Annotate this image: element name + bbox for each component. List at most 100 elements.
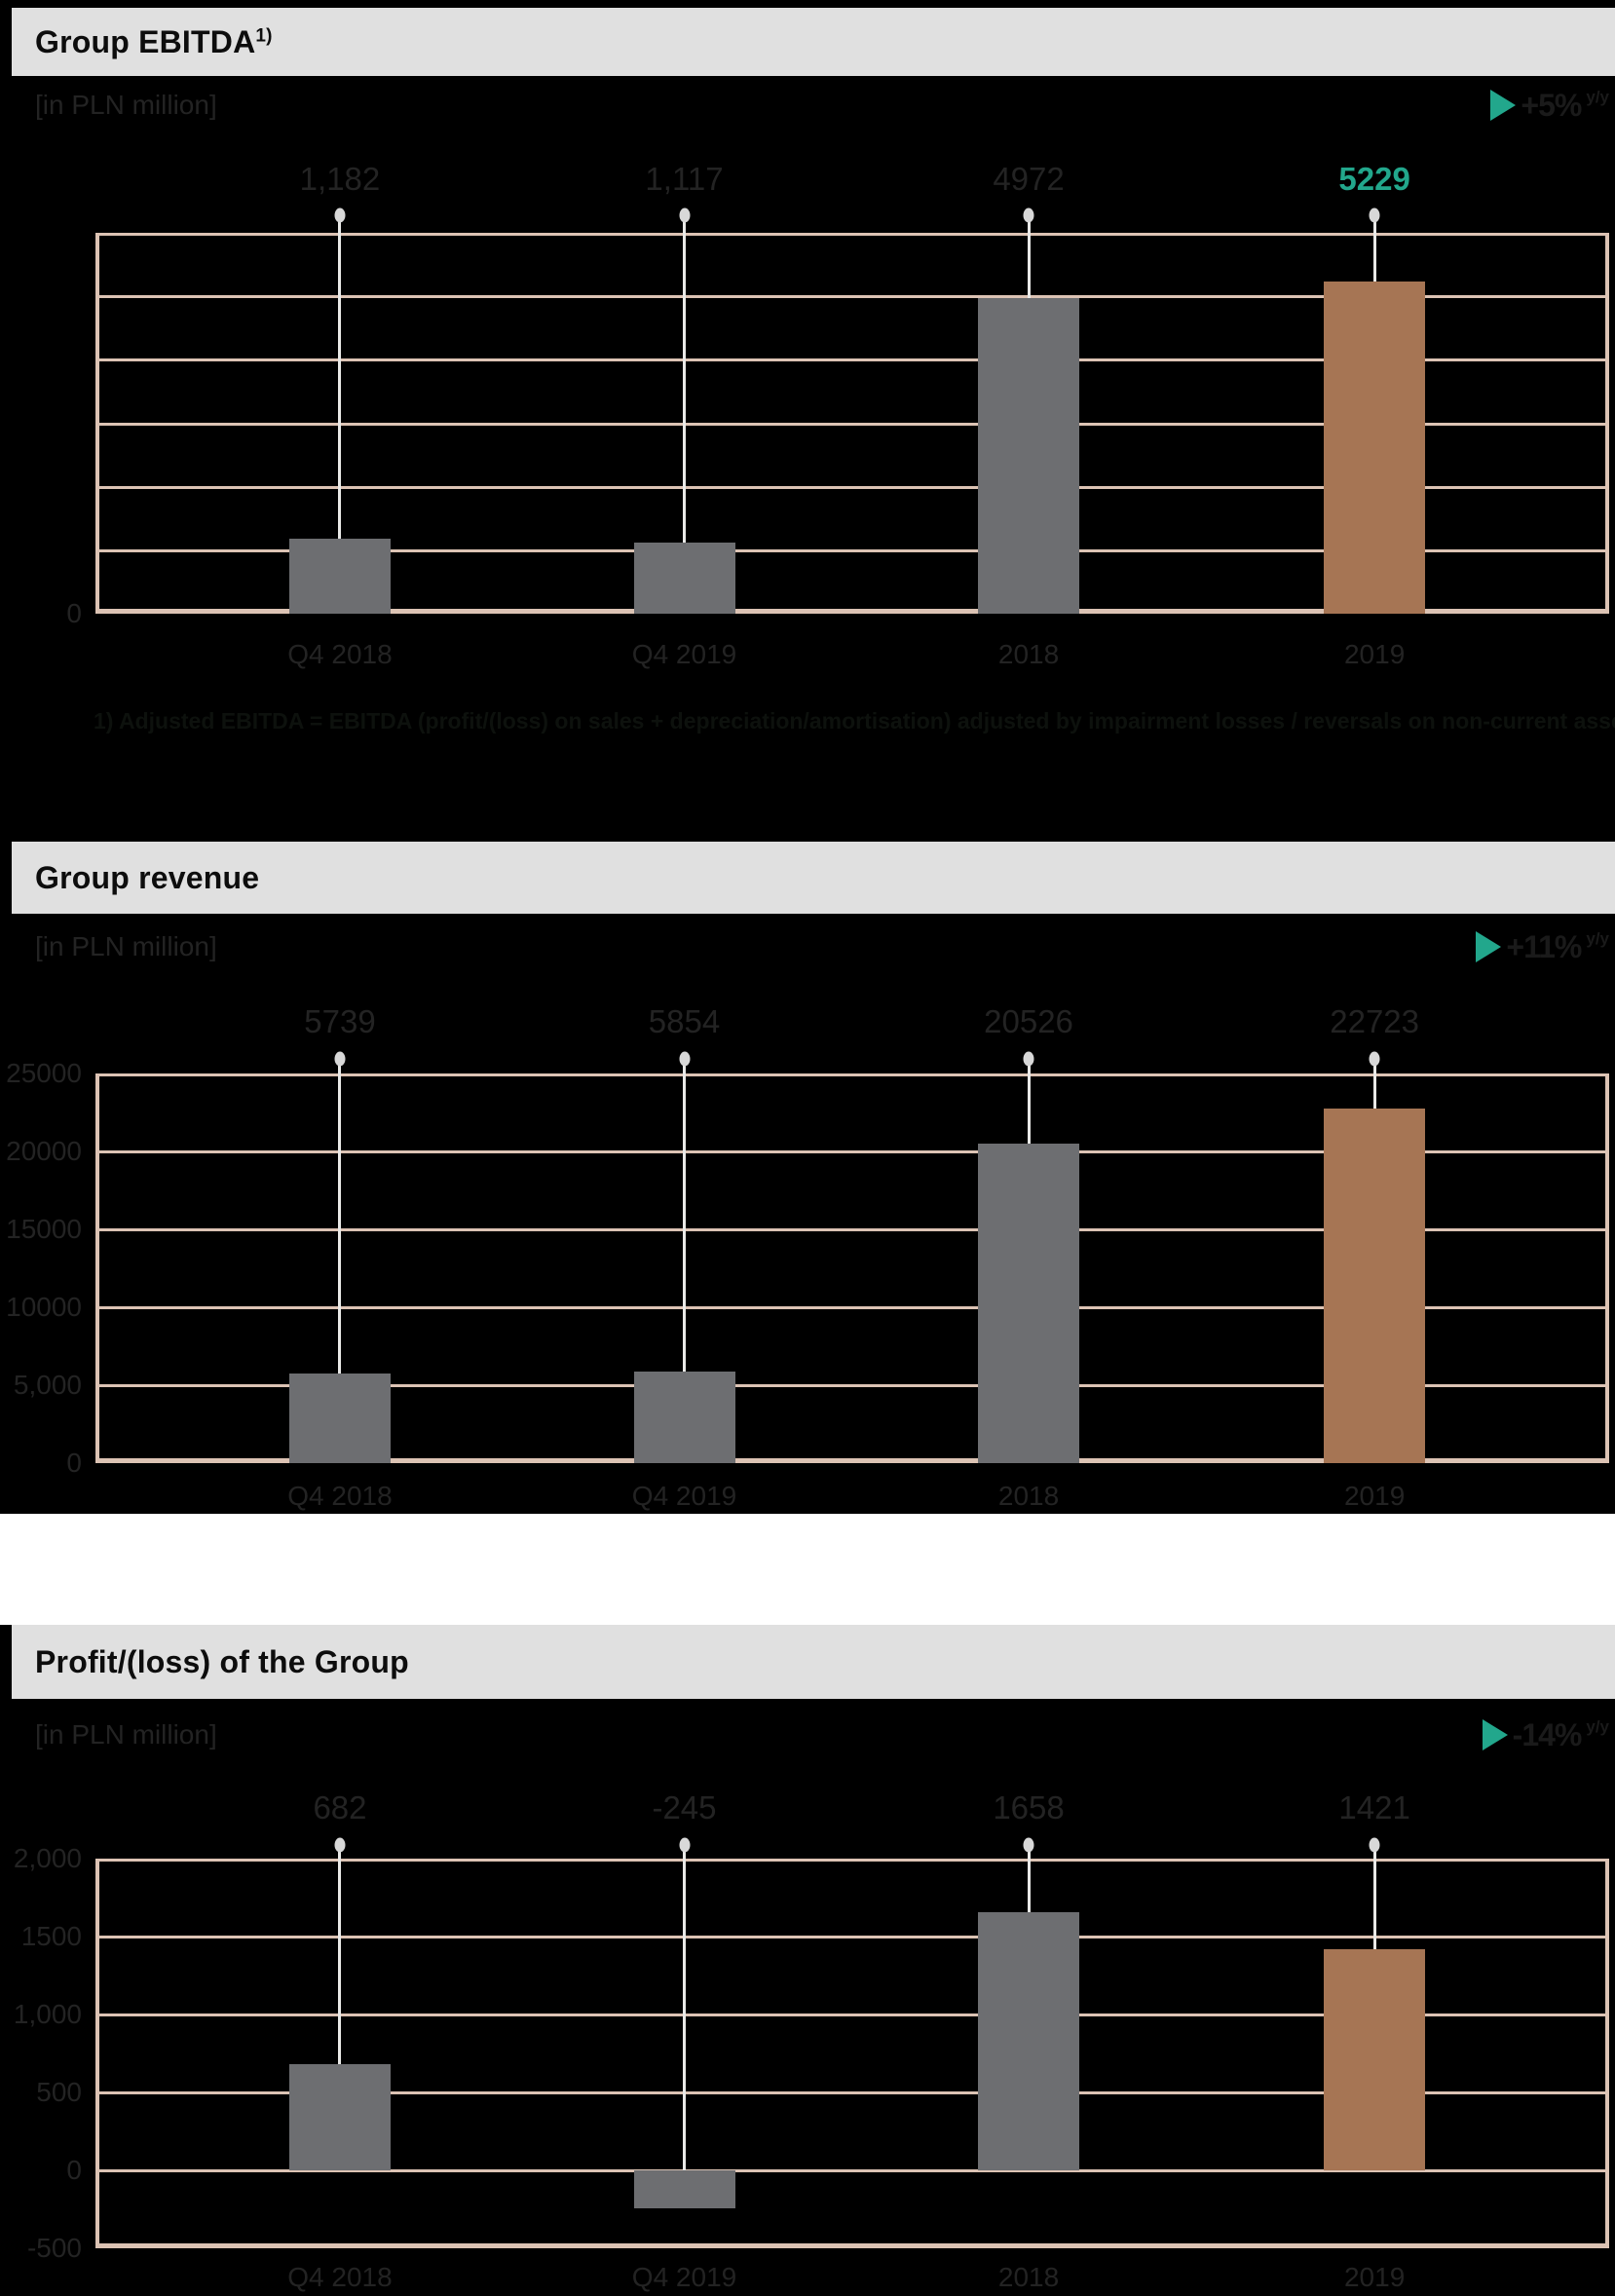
- y-axis-tick-label: 10000: [6, 1292, 82, 1322]
- gridline: [99, 422, 1605, 426]
- x-axis-label: 2018: [997, 1481, 1060, 1511]
- gridline: [99, 2014, 1605, 2016]
- y-axis-tick-label: 1500: [20, 1921, 82, 1951]
- plot-area-border: [95, 1073, 1609, 1463]
- value-marker-dot: [679, 1051, 690, 1067]
- y-axis-tick-label: 0: [66, 2155, 82, 2185]
- triangle-right-icon: [1482, 1719, 1508, 1750]
- gridline: [99, 548, 1605, 552]
- bar-value-label: 1421: [1338, 1789, 1410, 1826]
- value-marker-dot: [1023, 207, 1034, 223]
- gridline: [99, 1150, 1605, 1153]
- value-connector-line: [1027, 1845, 1031, 1912]
- y-axis-tick-label: 500: [36, 2077, 82, 2107]
- chart-title-bar-profit-loss: Profit/(loss) of the Group: [12, 1625, 1615, 1699]
- chart-title: Group EBITDA1): [35, 24, 273, 60]
- yoy-change-badge: +11% y/y: [1476, 928, 1609, 965]
- value-connector-line: [683, 1059, 686, 1373]
- bar-value-label: 1,182: [299, 161, 381, 197]
- y-axis-tick-label: 0: [66, 1448, 82, 1478]
- chart-title-bar-revenue: Group revenue: [12, 842, 1615, 914]
- triangle-right-icon: [1476, 931, 1502, 962]
- gridline: [99, 295, 1605, 299]
- gridline: [99, 1306, 1605, 1309]
- gridline: [99, 358, 1605, 362]
- x-axis-label: 2019: [1343, 639, 1406, 669]
- x-axis-label: Q4 2018: [287, 639, 393, 669]
- y-axis-tick-label: 20000: [6, 1136, 82, 1166]
- chart-title: Group revenue: [35, 860, 259, 896]
- badge-change-value: +11%: [1506, 928, 1582, 964]
- value-marker-dot: [1369, 1051, 1380, 1067]
- value-marker-dot: [679, 207, 690, 223]
- value-connector-line: [1372, 215, 1376, 282]
- badge-period-suffix: y/y: [1586, 1717, 1609, 1736]
- plot-area-border: [95, 1859, 1609, 2248]
- value-connector-line: [1372, 1845, 1376, 1949]
- yoy-change-badge: -14% y/y: [1482, 1716, 1609, 1753]
- bar-value-label: 1,117: [645, 161, 724, 197]
- chart-footnote: 1) Adjusted EBITDA = EBITDA (profit/(los…: [94, 708, 1615, 734]
- bar-2019: [1324, 1948, 1426, 2170]
- x-axis-label: 2018: [997, 639, 1060, 669]
- value-connector-line: [1027, 1059, 1031, 1144]
- unit-label: [in PLN million]: [35, 931, 217, 961]
- bar-q4-2019: [633, 543, 735, 614]
- title-footnote-marker: 1): [255, 24, 273, 46]
- chart-title-text: Profit/(loss) of the Group: [35, 1643, 409, 1679]
- y-axis-tick-label: -500: [26, 2233, 82, 2263]
- bar-value-label: -245: [652, 1789, 717, 1826]
- gridline: [99, 2169, 1605, 2172]
- value-marker-dot: [334, 207, 346, 223]
- value-connector-line: [1372, 1059, 1376, 1110]
- chart-title-text: Group EBITDA: [35, 23, 256, 59]
- chart-title-bar-ebitda: Group EBITDA1): [12, 8, 1615, 76]
- x-axis-label: 2019: [1343, 1481, 1406, 1511]
- bar-value-label: 22723: [1330, 1003, 1420, 1039]
- bar-value-label: 5854: [648, 1003, 721, 1039]
- value-marker-dot: [334, 1837, 346, 1853]
- y-axis-tick-label: 25000: [6, 1058, 82, 1088]
- bar-q4-2018: [288, 1374, 391, 1463]
- unit-label: [in PLN million]: [35, 90, 217, 120]
- x-axis-label: 2018: [997, 2262, 1060, 2292]
- value-connector-line: [1027, 215, 1031, 298]
- value-marker-dot: [1369, 207, 1380, 223]
- bar-value-label: 20526: [984, 1003, 1073, 1039]
- bar-q4-2018: [288, 2063, 391, 2170]
- gridline: [99, 1228, 1605, 1231]
- badge-change-value: -14%: [1512, 1716, 1583, 1752]
- x-axis-label: Q4 2019: [631, 1481, 737, 1511]
- bar-q4-2019: [633, 1372, 735, 1463]
- y-axis-tick-label: 1,000: [13, 1999, 82, 2029]
- value-marker-dot: [334, 1051, 346, 1067]
- badge-change-value: +5%: [1521, 87, 1582, 123]
- bar-2019: [1324, 282, 1426, 614]
- unit-label: [in PLN million]: [35, 1719, 217, 1750]
- bar-value-label: 5229: [1338, 161, 1410, 197]
- x-axis-label: Q4 2019: [631, 639, 737, 669]
- bar-2018: [978, 297, 1080, 614]
- bar-q4-2018: [288, 538, 391, 614]
- value-marker-dot: [679, 1837, 690, 1853]
- value-connector-line: [338, 1845, 342, 2064]
- x-axis-label: Q4 2018: [287, 2262, 393, 2292]
- value-marker-dot: [1023, 1837, 1034, 1853]
- gridline: [99, 1384, 1605, 1387]
- y-axis-tick-label: 5,000: [13, 1370, 82, 1400]
- bar-value-label: 4972: [993, 161, 1065, 197]
- gridline: [99, 1936, 1605, 1938]
- value-marker-dot: [1023, 1051, 1034, 1067]
- bar-2018: [978, 1911, 1080, 2170]
- triangle-right-icon: [1490, 90, 1517, 121]
- y-axis-tick-label: 15000: [6, 1214, 82, 1244]
- value-connector-line: [683, 1845, 686, 2170]
- plot-area-border: [95, 233, 1609, 614]
- y-axis-tick-label: 2,000: [13, 1843, 82, 1873]
- badge-period-suffix: y/y: [1586, 88, 1609, 106]
- gridline: [99, 485, 1605, 489]
- badge-period-suffix: y/y: [1586, 929, 1609, 948]
